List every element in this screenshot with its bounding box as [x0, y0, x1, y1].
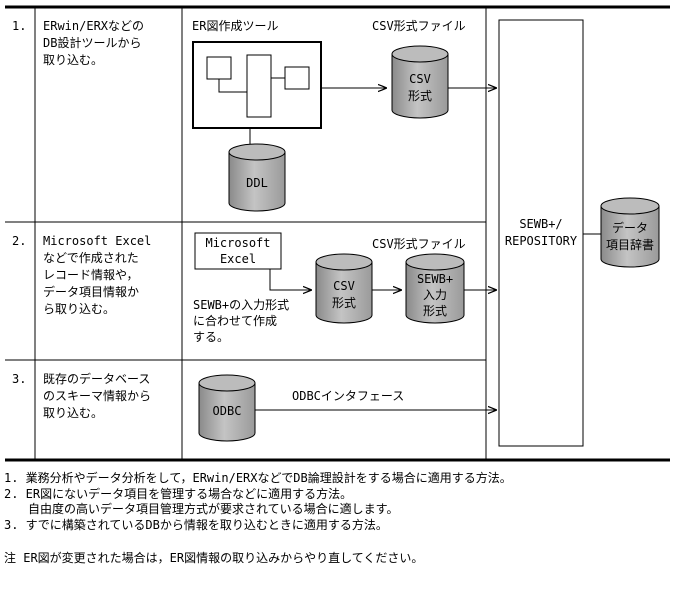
table-frame: [5, 5, 670, 462]
repository-box: SEWB+/ REPOSITORY: [498, 19, 584, 447]
svg-text:ら取り込む。: ら取り込む。: [43, 302, 115, 316]
csv-file-label-2: CSV形式ファイル: [372, 237, 466, 251]
svg-text:SEWB+: SEWB+: [417, 272, 453, 286]
excel-box: Microsoft Excel: [194, 232, 282, 270]
ddl-cylinder: DDL: [228, 143, 286, 212]
svg-text:する。: する。: [193, 330, 229, 344]
svg-text:既存のデータベース: 既存のデータベース: [43, 371, 150, 386]
sewb-input-cylinder: SEWB+ 入力 形式: [405, 253, 465, 324]
svg-text:ERwin/ERXなどの: ERwin/ERXなどの: [43, 19, 144, 33]
row-description-3: 既存のデータベース のスキーマ情報から 取り込む。: [43, 371, 151, 420]
svg-text:などで作成された: などで作成された: [43, 251, 139, 265]
er-tool-box: [192, 41, 322, 129]
svg-text:Microsoft Excel: Microsoft Excel: [43, 234, 151, 248]
row-number-3: 3.: [12, 372, 26, 386]
data-dictionary-cylinder: データ 項目辞書: [600, 197, 660, 268]
svg-text:DDL: DDL: [246, 176, 268, 190]
svg-text:レコード情報や，: レコード情報や，: [43, 268, 139, 282]
note-2: 2. ER図にないデータ項目を管理する場合などに適用する方法。: [4, 486, 353, 501]
csv-cylinder-1: CSV 形式: [391, 45, 449, 119]
arrow-excel-to-csv: [269, 269, 312, 290]
row-description-2: Microsoft Excel などで作成された レコード情報や， データ項目情…: [43, 234, 151, 316]
svg-text:ODBC: ODBC: [213, 404, 242, 418]
svg-text:形式: 形式: [423, 304, 447, 318]
svg-text:データ項目情報か: データ項目情報か: [43, 284, 139, 299]
odbc-interface-label: ODBCインタフェース: [292, 389, 404, 403]
svg-text:形式: 形式: [408, 89, 432, 103]
architecture-diagram: 1. 2. 3. ERwin/ERXなどの DB設計ツールから 取り込む。 Mi…: [5, 5, 670, 462]
svg-text:に合わせて作成: に合わせて作成: [193, 313, 277, 328]
csv-file-label-1: CSV形式ファイル: [372, 19, 466, 33]
er-tool-label: ER図作成ツール: [192, 19, 278, 33]
odbc-cylinder: ODBC: [198, 374, 256, 442]
svg-text:取り込む。: 取り込む。: [43, 406, 103, 420]
svg-text:形式: 形式: [332, 296, 356, 310]
svg-text:Excel: Excel: [220, 252, 256, 266]
svg-text:CSV: CSV: [409, 72, 431, 86]
svg-text:データ: データ: [612, 220, 648, 235]
svg-text:DB設計ツールから: DB設計ツールから: [43, 35, 141, 50]
svg-text:SEWB+/: SEWB+/: [519, 217, 562, 231]
svg-text:入力: 入力: [423, 288, 447, 302]
note-3: 3. すでに構築されているDBから情報を取り込むときに適用する方法。: [4, 517, 388, 532]
svg-text:REPOSITORY: REPOSITORY: [505, 234, 578, 248]
sewb-format-note: SEWB+の入力形式 に合わせて作成 する。: [193, 298, 289, 344]
svg-text:取り込む。: 取り込む。: [43, 53, 103, 67]
notes-section: 1. 業務分析やデータ分析をして，ERwin/ERXなどでDB論理設計をする場合…: [4, 471, 672, 567]
row-number-1: 1.: [12, 19, 26, 33]
svg-text:SEWB+の入力形式: SEWB+の入力形式: [193, 298, 289, 312]
note-1: 1. 業務分析やデータ分析をして，ERwin/ERXなどでDB論理設計をする場合…: [4, 471, 512, 485]
note-2-continued: 自由度の高いデータ項目管理方式が要求されている場合に適します。: [28, 502, 399, 516]
svg-text:項目辞書: 項目辞書: [606, 237, 654, 252]
row-description-1: ERwin/ERXなどの DB設計ツールから 取り込む。: [43, 19, 144, 67]
svg-text:のスキーマ情報から: のスキーマ情報から: [43, 389, 151, 403]
footnote: 注 ER図が変更された場合は，ER図情報の取り込みからやり直してください。: [4, 551, 424, 565]
csv-cylinder-2: CSV 形式: [315, 253, 373, 324]
row-number-2: 2.: [12, 234, 26, 248]
svg-text:Microsoft: Microsoft: [205, 236, 270, 250]
svg-text:CSV: CSV: [333, 279, 355, 293]
